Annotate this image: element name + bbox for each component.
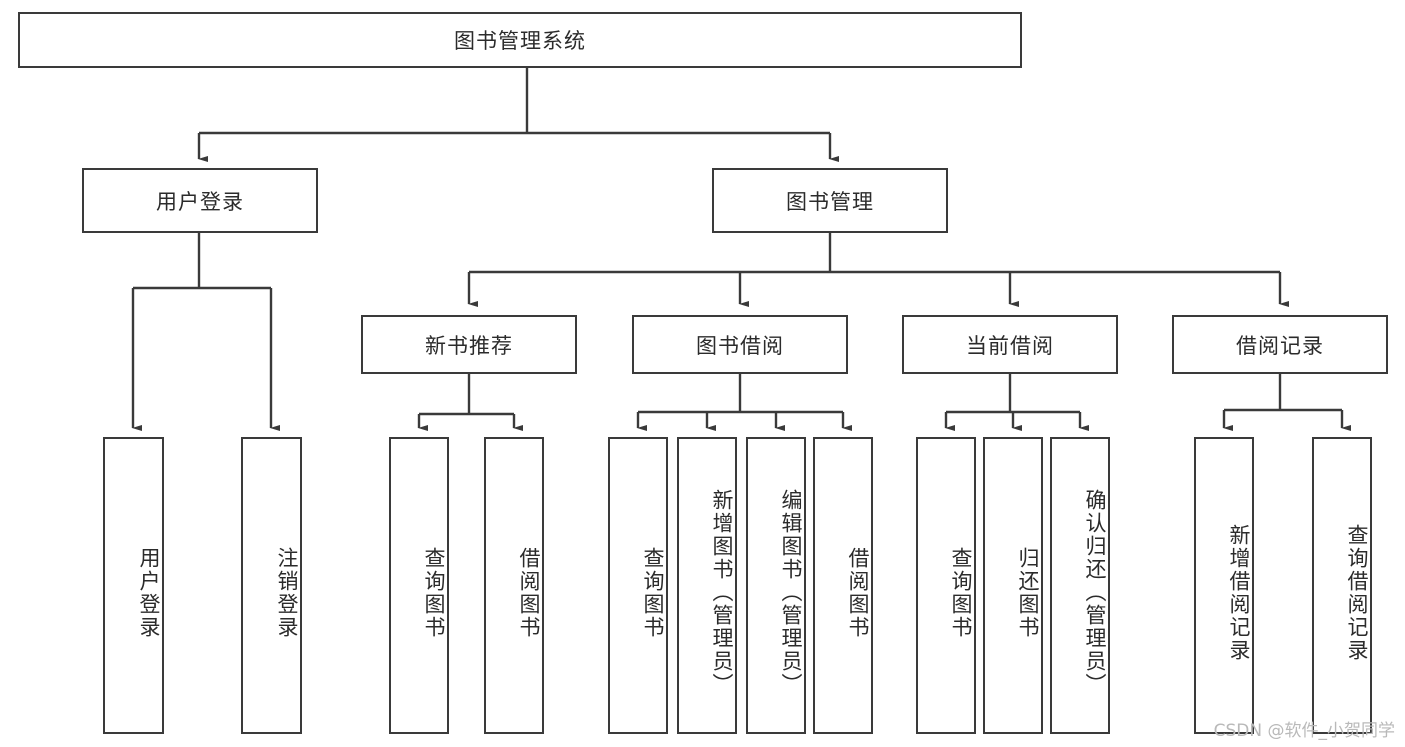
node-new-book-recommend[interactable]: 新书推荐 xyxy=(361,315,577,374)
leaf-user-login-logout[interactable]: 注销登录 xyxy=(241,437,302,734)
node-label: 查询图书 xyxy=(641,546,665,639)
node-label: 新增图书（管理员） xyxy=(710,489,734,696)
node-label: 借阅记录 xyxy=(1236,333,1324,358)
node-label: 用户登录 xyxy=(156,189,244,214)
leaf-borrow-query-book[interactable]: 查询图书 xyxy=(608,437,668,734)
node-label: 图书管理系统 xyxy=(454,29,586,53)
node-book-borrow[interactable]: 图书借阅 xyxy=(632,315,848,374)
leaf-borrow-add-book[interactable]: 新增图书（管理员） xyxy=(677,437,737,734)
leaf-borrow-edit-book[interactable]: 编辑图书（管理员） xyxy=(746,437,806,734)
node-root[interactable]: 图书管理系统 xyxy=(18,12,1022,68)
node-label: 图书借阅 xyxy=(696,333,784,358)
node-borrow-record[interactable]: 借阅记录 xyxy=(1172,315,1388,374)
leaf-current-confirm-return[interactable]: 确认归还（管理员） xyxy=(1050,437,1110,734)
node-label: 查询借阅记录 xyxy=(1345,523,1369,662)
watermark-text: CSDN @软件_小贺同学 xyxy=(1213,721,1395,741)
leaf-borrow-borrow-book[interactable]: 借阅图书 xyxy=(813,437,873,734)
leaf-record-query-record[interactable]: 查询借阅记录 xyxy=(1312,437,1372,734)
leaf-recommend-query-book[interactable]: 查询图书 xyxy=(389,437,449,734)
node-label: 新书推荐 xyxy=(425,333,513,358)
node-label: 当前借阅 xyxy=(966,333,1054,358)
node-label: 查询图书 xyxy=(949,546,973,639)
node-label: 编辑图书（管理员） xyxy=(779,489,803,696)
node-label: 用户登录 xyxy=(137,546,161,639)
node-label: 借阅图书 xyxy=(517,546,541,639)
leaf-current-return-book[interactable]: 归还图书 xyxy=(983,437,1043,734)
leaf-user-login-login[interactable]: 用户登录 xyxy=(103,437,164,734)
leaf-recommend-borrow-book[interactable]: 借阅图书 xyxy=(484,437,544,734)
node-label: 归还图书 xyxy=(1016,546,1040,639)
node-label: 借阅图书 xyxy=(846,546,870,639)
node-label: 图书管理 xyxy=(786,189,874,214)
node-label: 查询图书 xyxy=(422,546,446,639)
node-user-login[interactable]: 用户登录 xyxy=(82,168,318,233)
leaf-record-add-record[interactable]: 新增借阅记录 xyxy=(1194,437,1254,734)
node-book-management[interactable]: 图书管理 xyxy=(712,168,948,233)
node-label: 确认归还（管理员） xyxy=(1083,489,1107,696)
leaf-current-query-book[interactable]: 查询图书 xyxy=(916,437,976,734)
node-label: 新增借阅记录 xyxy=(1227,523,1251,662)
node-current-borrow[interactable]: 当前借阅 xyxy=(902,315,1118,374)
node-label: 注销登录 xyxy=(275,546,299,639)
